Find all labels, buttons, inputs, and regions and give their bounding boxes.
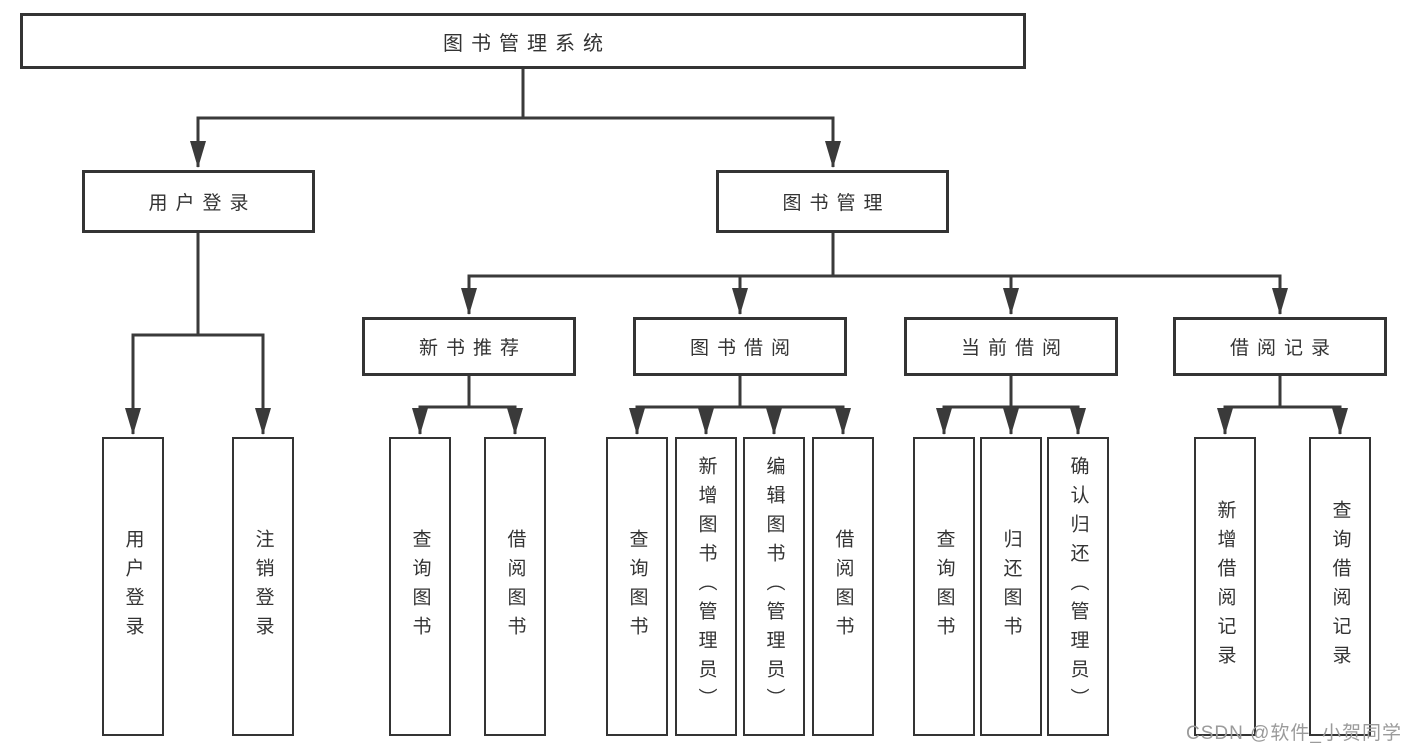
leaf-borrow-books-recommend-label: 借阅图书 bbox=[504, 528, 526, 645]
leaf-query-books-current: 查询图书 bbox=[913, 437, 975, 736]
leaf-return-book-label: 归还图书 bbox=[1000, 528, 1022, 645]
node-user-login: 用户登录 bbox=[82, 170, 315, 233]
leaf-query-books-borrow: 查询图书 bbox=[606, 437, 668, 736]
node-book-borrow-label: 图书借阅 bbox=[689, 338, 798, 359]
leaf-edit-book-admin: 编辑图书（管理员） bbox=[743, 437, 805, 736]
leaf-user-login-label: 用户登录 bbox=[122, 528, 144, 645]
node-borrow-records: 借阅记录 bbox=[1173, 317, 1387, 376]
leaf-add-borrow-record-label: 新增借阅记录 bbox=[1214, 499, 1236, 674]
node-borrow-records-label: 借阅记录 bbox=[1229, 338, 1338, 359]
leaf-borrow-books-recommend: 借阅图书 bbox=[484, 437, 546, 736]
leaf-query-books-recommend-label: 查询图书 bbox=[409, 528, 431, 645]
leaf-user-login: 用户登录 bbox=[102, 437, 164, 736]
leaf-logout: 注销登录 bbox=[232, 437, 294, 736]
leaf-add-borrow-record: 新增借阅记录 bbox=[1194, 437, 1256, 736]
leaf-logout-label: 注销登录 bbox=[252, 528, 274, 645]
node-root-label: 图书管理系统 bbox=[443, 32, 611, 55]
leaf-borrow-books-borrow-label: 借阅图书 bbox=[832, 528, 854, 645]
node-current-borrow: 当前借阅 bbox=[904, 317, 1118, 376]
node-current-borrow-label: 当前借阅 bbox=[960, 338, 1069, 359]
node-user-login-label: 用户登录 bbox=[148, 193, 257, 214]
leaf-query-books-current-label: 查询图书 bbox=[933, 528, 955, 645]
leaf-query-books-recommend: 查询图书 bbox=[389, 437, 451, 736]
node-new-book-recommend: 新书推荐 bbox=[362, 317, 576, 376]
leaf-confirm-return-admin: 确认归还（管理员） bbox=[1047, 437, 1109, 736]
leaf-add-book-admin: 新增图书（管理员） bbox=[675, 437, 737, 736]
leaf-return-book: 归还图书 bbox=[980, 437, 1042, 736]
csdn-watermark: CSDN @软件_小贺同学 bbox=[1186, 723, 1402, 744]
node-book-management: 图书管理 bbox=[716, 170, 949, 233]
leaf-borrow-books-borrow: 借阅图书 bbox=[812, 437, 874, 736]
node-root-library-system: 图书管理系统 bbox=[20, 13, 1026, 69]
leaf-edit-book-admin-label: 编辑图书（管理员） bbox=[763, 456, 785, 717]
node-book-borrow: 图书借阅 bbox=[633, 317, 847, 376]
leaf-query-borrow-record-label: 查询借阅记录 bbox=[1329, 499, 1351, 674]
node-book-management-label: 图书管理 bbox=[782, 193, 891, 214]
leaf-query-borrow-record: 查询借阅记录 bbox=[1309, 437, 1371, 736]
leaf-confirm-return-admin-label: 确认归还（管理员） bbox=[1067, 456, 1089, 717]
node-new-book-recommend-label: 新书推荐 bbox=[418, 338, 527, 359]
leaf-add-book-admin-label: 新增图书（管理员） bbox=[695, 456, 717, 717]
leaf-query-books-borrow-label: 查询图书 bbox=[626, 528, 648, 645]
